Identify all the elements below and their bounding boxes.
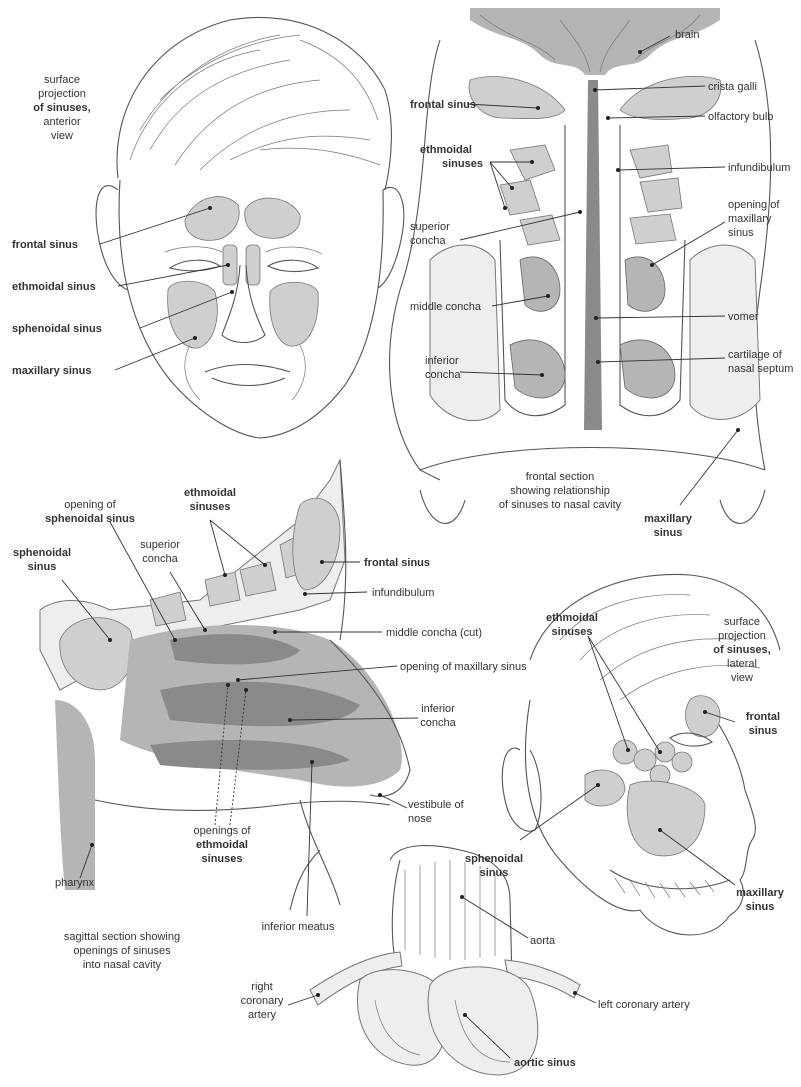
frontal-label-cartilage-2: nasal septum: [728, 363, 793, 375]
anterior-label-sphenoidal-sinus: sphenoidal sinus: [12, 323, 102, 335]
lateral-label-sphenoidal-sinus-2: sinus: [480, 867, 509, 879]
anterior-caption-line-5: view: [51, 130, 73, 142]
sagittal-label-opening-sphenoidal-1: opening of: [64, 499, 116, 511]
aortic-label-aortic-sinus: aortic sinus: [514, 1057, 576, 1069]
sagittal-label-vestibule-2: nose: [408, 813, 432, 825]
frontal-caption-line-3: of sinuses to nasal cavity: [499, 499, 622, 511]
sagittal-label-opening-maxillary: opening of maxillary sinus: [400, 661, 527, 673]
frontal-label-infundibulum: infundibulum: [728, 162, 790, 174]
lateral-label-ethmoidal-sinuses-2: sinuses: [552, 626, 593, 638]
frontal-label-inferior-concha-1: inferior: [425, 355, 459, 367]
sagittal-label-openings-ethmoidal-3: sinuses: [202, 853, 243, 865]
sagittal-label-inferior-meatus: inferior meatus: [262, 921, 335, 933]
frontal-label-inferior-concha-2: concha: [425, 369, 461, 381]
aortic-label-right-coronary-1: right: [251, 981, 272, 993]
frontal-label-maxillary-sinus-1: maxillary: [644, 513, 693, 525]
aortic-label-left-coronary: left coronary artery: [598, 999, 690, 1011]
lateral-caption-line-3: of sinuses,: [713, 644, 770, 656]
frontal-label-brain: brain: [675, 29, 699, 41]
lateral-caption-line-2: projection: [718, 630, 766, 642]
anterior-caption: surface projection of sinuses, anterior …: [33, 74, 90, 142]
sagittal-label-openings-ethmoidal-1: openings of: [194, 825, 252, 837]
frontal-label-maxillary-sinus-2: sinus: [654, 527, 683, 539]
lateral-label-frontal-sinus-1: frontal: [746, 711, 780, 723]
sagittal-label-opening-sphenoidal-2: sphenoidal sinus: [45, 513, 135, 525]
sagittal-caption-line-1: sagittal section showing: [64, 931, 180, 943]
frontal-label-middle-concha: middle concha: [410, 301, 482, 313]
sagittal-label-inferior-concha-2: concha: [420, 717, 456, 729]
sagittal-label-vestibule-1: vestibule of: [408, 799, 465, 811]
sagittal-label-sphenoidal-sinus-2: sinus: [28, 561, 57, 573]
anterior-caption-line-4: anterior: [43, 116, 81, 128]
sagittal-label-openings-ethmoidal-2: ethmoidal: [196, 839, 248, 851]
sagittal-caption-line-2: openings of sinuses: [73, 945, 171, 957]
sagittal-label-superior-concha-2: concha: [142, 553, 178, 565]
lateral-face-drawing: [502, 574, 780, 935]
sagittal-label-pharynx: pharynx: [55, 877, 95, 889]
frontal-caption-line-2: showing relationship: [510, 485, 610, 497]
aortic-root-drawing: [310, 846, 580, 1075]
anterior-caption-line-3: of sinuses,: [33, 102, 90, 114]
anterior-caption-line-2: projection: [38, 88, 86, 100]
aortic-label-aorta: aorta: [530, 935, 556, 947]
frontal-label-vomer: vomer: [728, 311, 759, 323]
aortic-label-right-coronary-3: artery: [248, 1009, 277, 1021]
frontal-label-ethmoidal-sinuses-2: sinuses: [442, 158, 483, 170]
lateral-label-ethmoidal-sinuses-1: ethmoidal: [546, 612, 598, 624]
frontal-label-olfactory-bulb: olfactory bulb: [708, 111, 773, 123]
anterior-label-ethmoidal-sinus: ethmoidal sinus: [12, 281, 96, 293]
frontal-label-superior-concha-2: concha: [410, 235, 446, 247]
sagittal-label-middle-concha-cut: middle concha (cut): [386, 627, 482, 639]
lateral-caption-line-1: surface: [724, 616, 760, 628]
frontal-label-cartilage-1: cartilage of: [728, 349, 783, 361]
frontal-label-frontal-sinus: frontal sinus: [410, 99, 476, 111]
frontal-label-opening-maxillary-2: maxillary: [728, 213, 772, 225]
frontal-caption-line-1: frontal section: [526, 471, 594, 483]
aortic-label-right-coronary-2: coronary: [241, 995, 284, 1007]
sagittal-caption-line-3: into nasal cavity: [83, 959, 162, 971]
frontal-label-ethmoidal-sinuses-1: ethmoidal: [420, 144, 472, 156]
lateral-label-maxillary-sinus-1: maxillary: [736, 887, 785, 899]
lateral-label-sphenoidal-sinus-1: sphenoidal: [465, 853, 523, 865]
sagittal-label-ethmoidal-sinuses-1: ethmoidal: [184, 487, 236, 499]
anterior-caption-line-1: surface: [44, 74, 80, 86]
sagittal-label-sphenoidal-sinus-1: sphenoidal: [13, 547, 71, 559]
anterior-label-frontal-sinus: frontal sinus: [12, 239, 78, 251]
sagittal-label-ethmoidal-sinuses-2: sinuses: [190, 501, 231, 513]
lateral-caption-line-4: lateral: [727, 658, 757, 670]
sagittal-label-frontal-sinus: frontal sinus: [364, 557, 430, 569]
anterior-label-maxillary-sinus: maxillary sinus: [12, 365, 92, 377]
frontal-label-opening-maxillary-1: opening of: [728, 199, 780, 211]
anterior-face-drawing: [96, 17, 404, 438]
lateral-caption-line-5: view: [731, 672, 753, 684]
lateral-label-frontal-sinus-2: sinus: [749, 725, 778, 737]
lateral-label-maxillary-sinus-2: sinus: [746, 901, 775, 913]
frontal-label-superior-concha-1: superior: [410, 221, 450, 233]
sagittal-label-inferior-concha-1: inferior: [421, 703, 455, 715]
frontal-label-opening-maxillary-3: sinus: [728, 227, 754, 239]
sagittal-label-superior-concha-1: superior: [140, 539, 180, 551]
sagittal-label-infundibulum: infundibulum: [372, 587, 434, 599]
frontal-label-crista-galli: crista galli: [708, 81, 757, 93]
